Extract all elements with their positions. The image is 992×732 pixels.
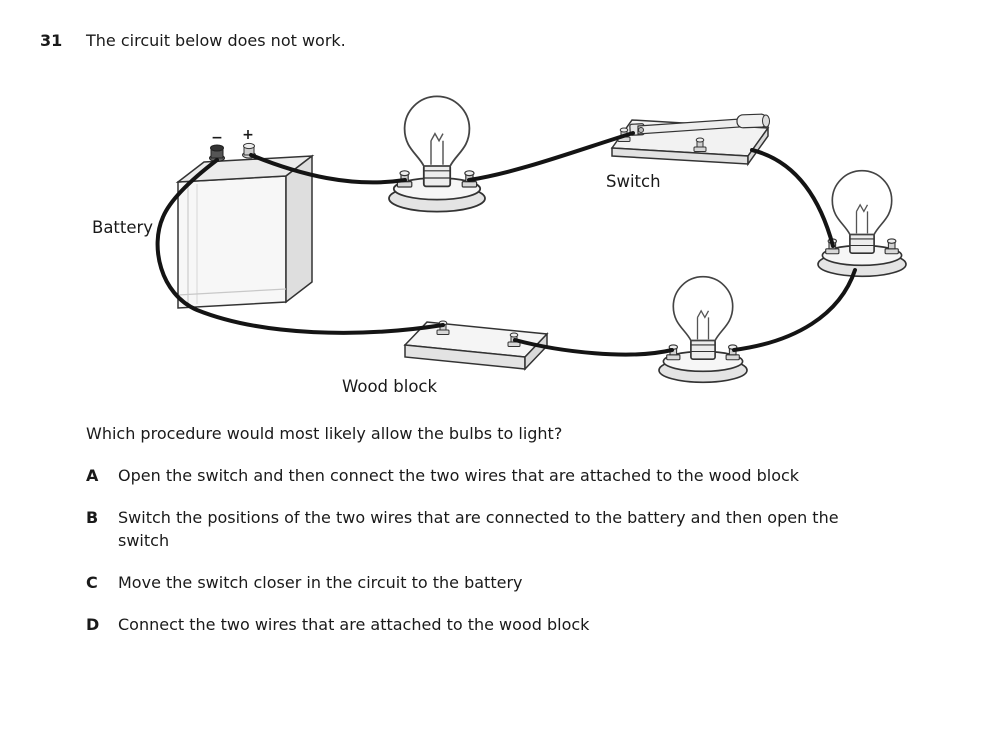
circuit-diagram: − + bbox=[92, 55, 992, 396]
question-number: 31 bbox=[40, 31, 63, 50]
choice-text: Connect the two wires that are attached … bbox=[118, 615, 590, 634]
choice-letter: B bbox=[86, 508, 99, 527]
wood-block-label: Wood block bbox=[342, 377, 437, 396]
battery-label: Battery bbox=[92, 218, 153, 237]
question-stem: The circuit below does not work. bbox=[86, 31, 346, 50]
light-bulb-3 bbox=[659, 277, 747, 383]
wire-bulb3-to-woodblock bbox=[513, 338, 674, 357]
choice-a: A Open the switch and then connect the t… bbox=[86, 464, 934, 487]
battery-plus-sign: + bbox=[242, 127, 254, 143]
wire-battery-to-bulb1 bbox=[249, 153, 407, 185]
wire-switch-to-bulb2 bbox=[750, 148, 835, 248]
choice-c: C Move the switch closer in the circuit … bbox=[86, 571, 934, 594]
light-bulb-1 bbox=[389, 96, 485, 211]
choice-letter: A bbox=[86, 466, 99, 485]
circuit-wires bbox=[155, 131, 857, 357]
battery-minus-sign: − bbox=[211, 130, 223, 146]
switch-label: Switch bbox=[606, 172, 661, 191]
question-prompt: Which procedure would most likely allow … bbox=[86, 424, 563, 443]
choice-d: D Connect the two wires that are attache… bbox=[86, 613, 934, 636]
answer-choices: A Open the switch and then connect the t… bbox=[86, 464, 934, 636]
battery: − + bbox=[175, 127, 315, 309]
choice-text: Switch the positions of the two wires th… bbox=[118, 508, 839, 550]
wire-woodblock-to-battery bbox=[155, 158, 445, 335]
light-bulb-2 bbox=[818, 171, 906, 277]
choice-text: Open the switch and then connect the two… bbox=[118, 466, 800, 485]
question-header: 31 The circuit below does not work. bbox=[40, 30, 346, 52]
choice-b: B Switch the positions of the two wires … bbox=[86, 506, 934, 552]
choice-letter: C bbox=[86, 573, 98, 592]
wood-block bbox=[403, 320, 549, 371]
choice-letter: D bbox=[86, 615, 100, 634]
choice-text: Move the switch closer in the circuit to… bbox=[118, 573, 523, 592]
wire-bulb1-to-switch bbox=[467, 131, 635, 182]
wire-bulb2-to-bulb3 bbox=[732, 268, 857, 352]
knife-switch bbox=[610, 113, 771, 167]
